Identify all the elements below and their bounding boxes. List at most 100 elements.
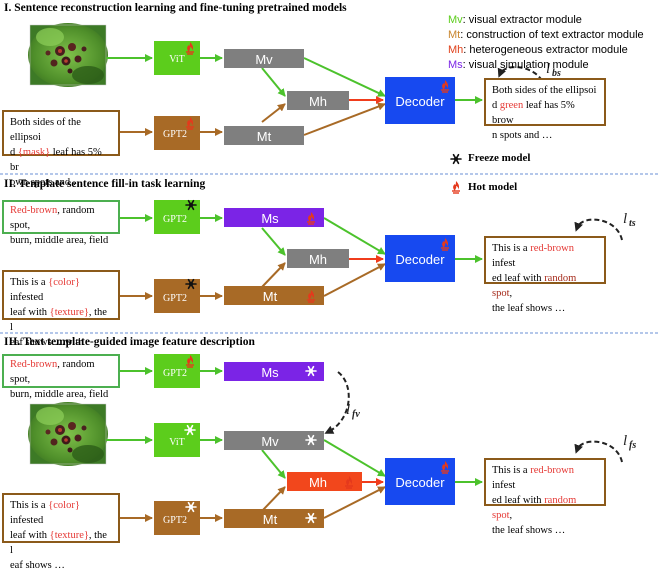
text-part: leaf has 5% brow <box>492 100 575 126</box>
freeze-legend-icon <box>450 153 462 165</box>
text-part: d <box>492 100 500 111</box>
section-title-2: II. Template sentence fill-in task learn… <box>4 178 206 190</box>
text-part: ed leaf with <box>492 273 545 284</box>
text-part: This is a <box>10 500 49 511</box>
description-output-3: This is a red-brown infest ed leaf with … <box>484 458 606 536</box>
legend-mt: Mt: construction of text extractor modul… <box>448 29 644 41</box>
color-slot: {color} <box>48 500 80 511</box>
gpt2-block-2b-label: GPT2 <box>163 293 187 304</box>
text-part: infested <box>10 292 44 303</box>
filled-sentence-output-2: This is a red-brown infest ed leaf with … <box>484 236 606 314</box>
text-part: leaf with <box>10 307 50 318</box>
gpt2-block-3a-label: GPT2 <box>163 368 187 379</box>
freeze-legend-label: Freeze model <box>468 152 531 164</box>
text-part: eaf shows … <box>10 560 65 571</box>
filled-color: red-brown <box>530 243 574 254</box>
legend-ms-text: : visual simulation module <box>462 59 589 71</box>
loss-bs-arrow <box>497 66 546 89</box>
template-input-3: This is a {color} infested leaf with {te… <box>2 493 120 571</box>
texture-slot: {texture} <box>49 307 89 318</box>
texture-slot: {texture} <box>49 530 89 541</box>
mv-block-1-label: Mv <box>255 52 273 67</box>
masked-sentence-input: Both sides of the ellipsoi d {mask} leaf… <box>2 110 120 188</box>
text-part: Both sides of the ellipsoi <box>492 85 597 96</box>
filled-color: red-brown <box>530 465 574 476</box>
mv-block-3-label: Mv <box>261 434 279 449</box>
legend-mh: Mh: heterogeneous extractor module <box>448 44 628 56</box>
text-part: infest <box>492 258 516 269</box>
mt-block-3 <box>224 509 324 528</box>
loss-fs-symbol: l <box>623 433 627 449</box>
text-part: d <box>10 147 18 158</box>
keywords-input-3: Red-brown, random spot, burn, middle are… <box>2 354 120 400</box>
vit-block-3-label: ViT <box>169 437 185 448</box>
text-part: , <box>509 510 513 521</box>
text-part: , the l <box>10 307 107 333</box>
decoder-block-3-label: Decoder <box>395 475 445 490</box>
mt-block-1-label: Mt <box>257 129 272 144</box>
section-title-1: I. Sentence reconstruction learning and … <box>4 2 347 14</box>
leaf-image-3-frame <box>29 403 107 465</box>
text-part: own spots and … <box>10 177 84 188</box>
text-part: This is a <box>10 277 49 288</box>
ms-block-2 <box>224 208 324 227</box>
legend-mh-text: : heterogeneous extractor module <box>463 44 628 56</box>
keyword-color: Red-brown <box>10 359 58 370</box>
gpt2-block-3b-label: GPT2 <box>163 515 187 526</box>
text-part: , random spot, <box>10 359 95 385</box>
legend-ms: Ms: visual simulation module <box>448 59 589 71</box>
legend-mt-text: : construction of text extractor module <box>460 29 644 41</box>
legend-mv-text: : visual extractor module <box>462 14 582 26</box>
legend-mh-key: Mh <box>448 44 464 56</box>
template-input-2: This is a {color} infested leaf with {te… <box>2 270 120 348</box>
text-part: burn, middle area, field <box>10 235 109 246</box>
filled-word: green <box>499 100 524 111</box>
text-part: infest <box>492 480 516 491</box>
legend-ms-key: Ms <box>448 59 463 71</box>
gpt2-block-1-label: GPT2 <box>163 129 187 140</box>
text-part: leaf with <box>10 530 50 541</box>
mt-block-1 <box>224 126 304 145</box>
legend-mv-key: Mv <box>448 14 463 26</box>
loss-ts-symbol: l <box>623 211 627 227</box>
ms-block-3 <box>224 362 324 381</box>
leaf-image-1-frame <box>29 24 107 86</box>
mh-block-3-label: Mh <box>309 475 327 490</box>
mh-block-3 <box>287 472 362 491</box>
hot-legend-icon <box>451 180 461 194</box>
hot-legend-label: Hot model <box>468 181 518 193</box>
ms-block-3-label: Ms <box>261 365 279 380</box>
ms-block-2-label: Ms <box>261 211 279 226</box>
text-part: the leaf shows … <box>492 525 566 536</box>
vit-block-1-label: ViT <box>169 54 185 65</box>
loss-fv-symbol: l <box>346 402 350 418</box>
text-part: This is a <box>492 465 531 476</box>
text-part: infested <box>10 515 44 526</box>
architecture-diagram: ViT GPT2 Mv Mh Mt Decoder l bs GPT2 GPT2… <box>0 23 660 535</box>
gpt2-block-2a-label: GPT2 <box>163 214 187 225</box>
loss-fv-subscript: fv <box>352 409 360 420</box>
section-title-3: III. Text template-guided image feature … <box>4 336 255 348</box>
legend-mt-key: Mt <box>448 29 461 41</box>
loss-ts-subscript: ts <box>629 218 636 229</box>
text-part: n spots and … <box>492 130 553 141</box>
text-part: Both sides of the ellipsoi <box>10 117 81 143</box>
mt-block-2-label: Mt <box>263 289 278 304</box>
leaf-image-1 <box>28 23 108 87</box>
text-part: ed leaf with <box>492 495 545 506</box>
text-part: eaf shows …with <box>10 337 84 348</box>
text-part: leaf has 5% br <box>10 147 102 173</box>
mv-block-3 <box>224 431 324 450</box>
reconstructed-sentence-output: Both sides of the ellipsoi d green leaf … <box>484 78 606 141</box>
keyword-color: Red-brown <box>10 205 58 216</box>
decoder-block-1-label: Decoder <box>395 94 445 109</box>
mh-block-2-label: Mh <box>309 252 327 267</box>
vit-block-3 <box>154 423 200 457</box>
legend-mv: Mv: visual extractor module <box>448 14 582 26</box>
text-part: , <box>509 288 513 299</box>
text-part: burn, middle area, field <box>10 389 109 400</box>
mt-block-2 <box>224 286 324 305</box>
loss-bs-symbol: l <box>546 61 550 77</box>
decoder-block-2-label: Decoder <box>395 252 445 267</box>
mask-token: {mask} <box>17 147 51 158</box>
